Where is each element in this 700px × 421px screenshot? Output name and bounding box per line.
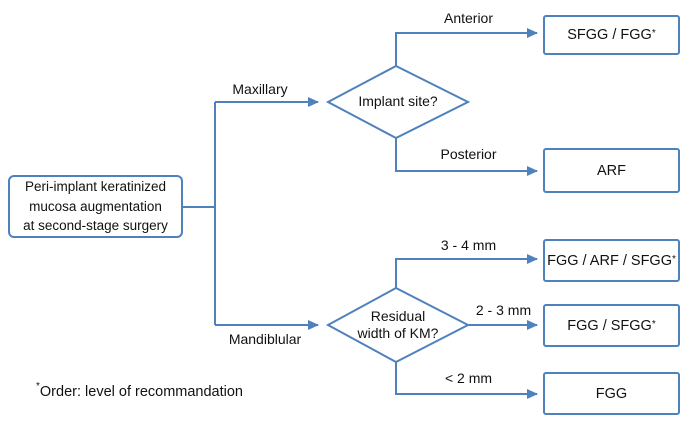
outcome-fgg-sfgg: FGG / SFGG* [543, 304, 680, 347]
outcome-sfgg-fgg-label: SFGG / FGG [567, 27, 652, 43]
edge-label-posterior: Posterior [440, 146, 497, 162]
edge-posterior [395, 138, 538, 176]
branch-label-maxillary: Maxillary [232, 81, 288, 97]
edge-label-anterior: Anterior [443, 10, 494, 26]
outcome-arf: ARF [543, 148, 680, 193]
edge-anterior [395, 28, 538, 66]
outcome-fgg-sfgg-label: FGG / SFGG [567, 317, 652, 334]
edge-label-3-4mm: 3 - 4 mm [440, 237, 497, 253]
edge-label-lt-2mm: < 2 mm [444, 370, 493, 386]
outcome-fgg: FGG [543, 372, 680, 415]
edge-lt-2mm [395, 362, 538, 399]
outcome-sfgg-fgg: SFGG / FGG* [543, 15, 680, 55]
decision-implant-site-shape [325, 64, 471, 140]
outcome-fgg-arf-sfgg-label: FGG / ARF / SFGG [547, 252, 672, 269]
edge-label-2-3mm: 2 - 3 mm [475, 302, 532, 318]
trunk-line [183, 102, 216, 325]
decision-implant-site-label: Implant site? [358, 93, 438, 110]
branch-label-mandibular: Mandiblular [228, 331, 302, 347]
footnote: *Order: level of recommandation [36, 381, 243, 400]
edge-3-4mm [395, 254, 538, 288]
root-node: Peri-implant keratinized mucosa augmenta… [8, 175, 183, 238]
outcome-fgg-label: FGG [595, 385, 628, 402]
asterisk-mark: * [36, 381, 40, 393]
decision-residual-width-shape [325, 286, 471, 364]
outcome-fgg-arf-sfgg: FGG / ARF / SFGG* [543, 239, 680, 282]
footnote-text: Order: level of recommandation [39, 384, 243, 400]
outcome-arf-label: ARF [597, 162, 626, 179]
decision-residual-width-label: Residual width of KM? [357, 307, 439, 342]
